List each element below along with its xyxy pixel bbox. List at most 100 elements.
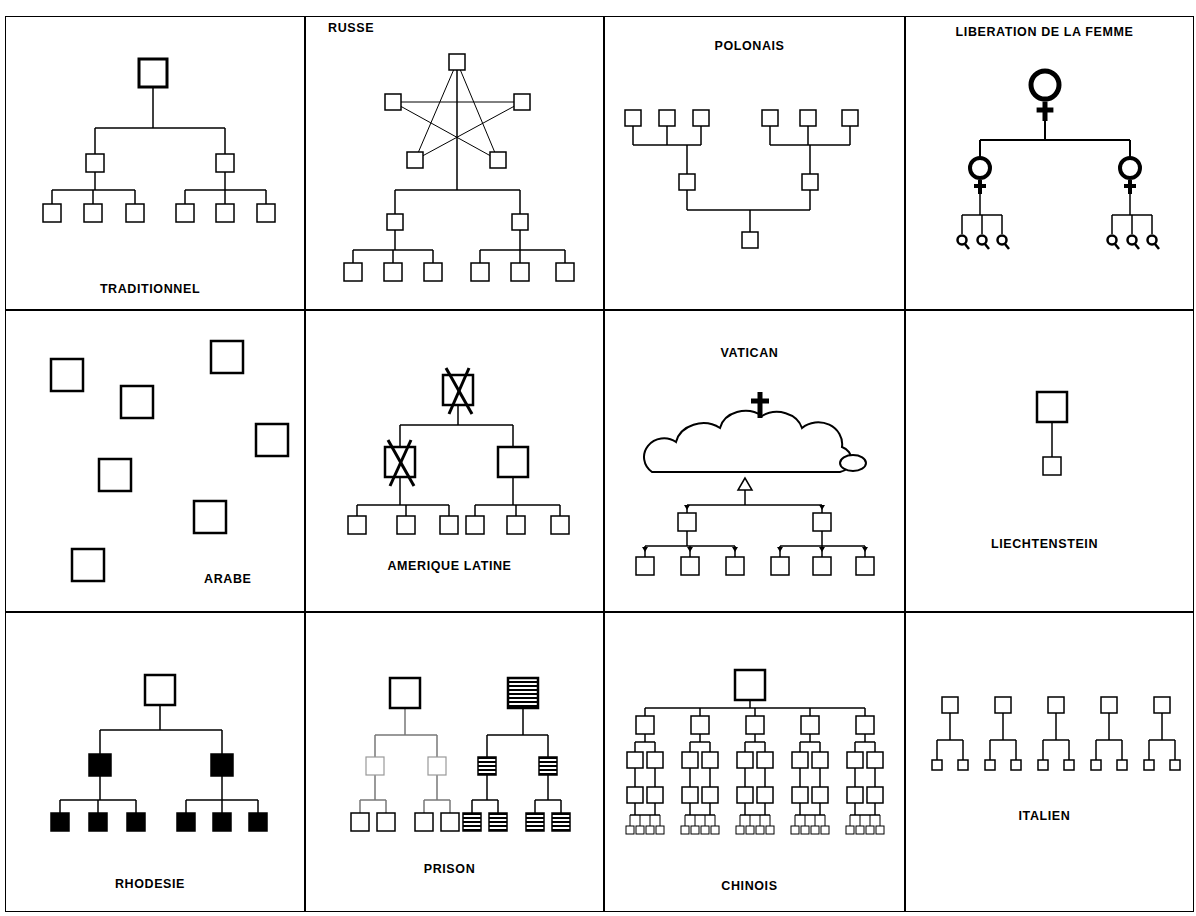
org-box xyxy=(511,263,529,281)
org-line xyxy=(97,800,99,813)
org-line xyxy=(740,814,770,816)
org-line xyxy=(849,126,851,145)
org-line xyxy=(374,775,376,800)
org-line xyxy=(709,742,711,752)
org-box xyxy=(84,204,102,222)
org-line xyxy=(799,742,801,752)
arrow-head xyxy=(862,547,868,552)
panel: RUSSE xyxy=(305,16,604,310)
org-box xyxy=(746,826,754,834)
arrow-head xyxy=(687,547,693,552)
org-line xyxy=(399,425,401,447)
org-line xyxy=(799,768,801,787)
org-box xyxy=(466,516,484,534)
org-line xyxy=(795,815,796,826)
org-box xyxy=(876,826,884,834)
panel: ITALIEN xyxy=(905,612,1194,912)
org-line xyxy=(864,734,866,742)
org-box xyxy=(702,787,718,803)
org-box xyxy=(514,94,530,110)
panel-label: TRADITIONNEL xyxy=(1,282,299,297)
org-line xyxy=(880,815,881,826)
female-symbol xyxy=(978,236,987,245)
org-line xyxy=(1148,740,1150,760)
org-box xyxy=(471,263,489,281)
org-line xyxy=(560,800,562,813)
org-line xyxy=(92,190,94,204)
org-box xyxy=(757,787,773,803)
org-line xyxy=(715,815,716,826)
org-line xyxy=(375,734,437,736)
org-line xyxy=(487,734,548,736)
panel-label: ARABE xyxy=(204,572,251,587)
org-line xyxy=(740,815,741,826)
org-box xyxy=(701,826,709,834)
org-box xyxy=(1011,760,1021,770)
org-line xyxy=(392,250,394,263)
org-box xyxy=(89,813,107,831)
org-line xyxy=(1155,244,1159,249)
org-line xyxy=(980,139,1130,141)
org-box xyxy=(995,697,1011,713)
org-line xyxy=(221,776,223,800)
org-line xyxy=(564,250,566,263)
org-line xyxy=(666,126,668,145)
org-line xyxy=(519,190,521,214)
org-line xyxy=(855,741,875,743)
panel: PRISON xyxy=(305,612,604,912)
org-box xyxy=(216,154,234,172)
org-line xyxy=(634,742,636,752)
org-box xyxy=(771,557,789,575)
org-box xyxy=(792,752,808,768)
org-line xyxy=(709,768,711,787)
org-line xyxy=(770,815,771,826)
panel: CHINOIS xyxy=(604,612,905,912)
org-line xyxy=(633,144,701,146)
org-line xyxy=(979,140,981,158)
org-line xyxy=(474,505,476,516)
org-box xyxy=(681,557,699,575)
org-line xyxy=(686,190,688,210)
arrow-head xyxy=(819,547,825,552)
org-line xyxy=(630,814,660,816)
org-box xyxy=(766,826,774,834)
org-line xyxy=(1055,713,1057,740)
org-box xyxy=(757,752,773,768)
org-line xyxy=(1115,244,1119,249)
org-line xyxy=(744,803,746,815)
panel-label: ITALIEN xyxy=(901,809,1188,824)
org-line xyxy=(799,803,801,815)
org-box xyxy=(792,787,808,803)
org-box xyxy=(691,826,699,834)
org-line xyxy=(870,815,871,826)
org-line xyxy=(689,742,691,752)
org-box xyxy=(1037,392,1067,422)
org-line xyxy=(519,230,521,250)
org-line xyxy=(436,735,438,757)
org-box xyxy=(627,787,643,803)
org-box xyxy=(856,557,874,575)
org-line xyxy=(1043,739,1069,741)
org-line xyxy=(59,800,61,813)
org-box xyxy=(121,386,153,418)
org-line xyxy=(1129,140,1131,158)
org-line xyxy=(744,768,746,787)
org-line xyxy=(1121,740,1123,760)
org-line xyxy=(479,250,481,263)
org-box xyxy=(441,813,459,831)
org-line xyxy=(357,504,449,506)
org-line xyxy=(1135,244,1139,249)
org-line xyxy=(769,126,771,145)
org-box xyxy=(1154,697,1170,713)
org-line xyxy=(864,708,866,716)
org-line xyxy=(749,210,751,232)
org-line xyxy=(449,800,451,813)
org-box xyxy=(512,214,528,230)
arrow-head xyxy=(684,505,690,510)
org-line xyxy=(512,425,514,447)
org-box xyxy=(428,757,446,775)
org-line xyxy=(979,194,981,215)
org-box xyxy=(821,826,829,834)
org-box xyxy=(249,813,267,831)
